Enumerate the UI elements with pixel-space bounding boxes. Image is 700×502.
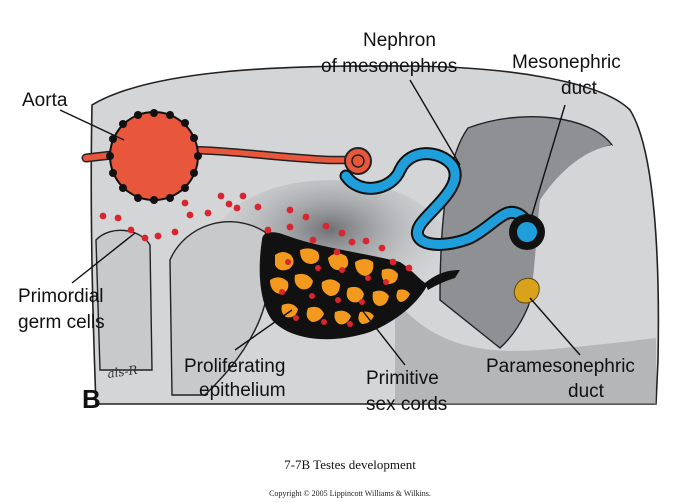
label-mesonephric-1: Mesonephric — [512, 52, 621, 73]
figure-caption: 7-7B Testes development — [284, 457, 416, 472]
label-primitive-2: sex cords — [366, 394, 447, 415]
left-pillar — [95, 229, 153, 371]
copyright-notice: Copyright © 2005 Lippincott Williams & W… — [269, 489, 431, 498]
label-primitive-1: Primitive — [366, 368, 439, 389]
epithelium-tail — [425, 270, 460, 290]
label-nephron-1: Nephron — [363, 30, 436, 51]
label-aorta: Aorta — [22, 90, 68, 111]
paramesonephric-duct — [513, 277, 540, 304]
label-primordial-1: Primordial — [18, 286, 104, 307]
artist-signature: als-R — [106, 363, 138, 381]
tissue-floor — [395, 300, 656, 404]
primordial-germ-cells — [99, 192, 413, 272]
proliferating-epithelium — [259, 232, 428, 340]
label-proliferating-1: Proliferating — [184, 356, 285, 377]
label-paramesonephric-2: duct — [568, 381, 605, 402]
label-mesonephric-2: duct — [561, 78, 598, 99]
label-nephron-2: of mesonephros — [321, 56, 457, 77]
mesonephric-ridge-light — [520, 145, 627, 345]
label-proliferating-2: epithelium — [199, 380, 286, 401]
germ-cells-in-cords — [279, 259, 389, 327]
panel-letter: B — [82, 384, 101, 414]
glomerulus — [344, 147, 372, 175]
label-primordial-2: germ cells — [18, 312, 105, 333]
label-paramesonephric-1: Paramesonephric — [486, 356, 635, 377]
leader-lines — [59, 79, 581, 366]
aorta-endothelium — [106, 109, 202, 204]
